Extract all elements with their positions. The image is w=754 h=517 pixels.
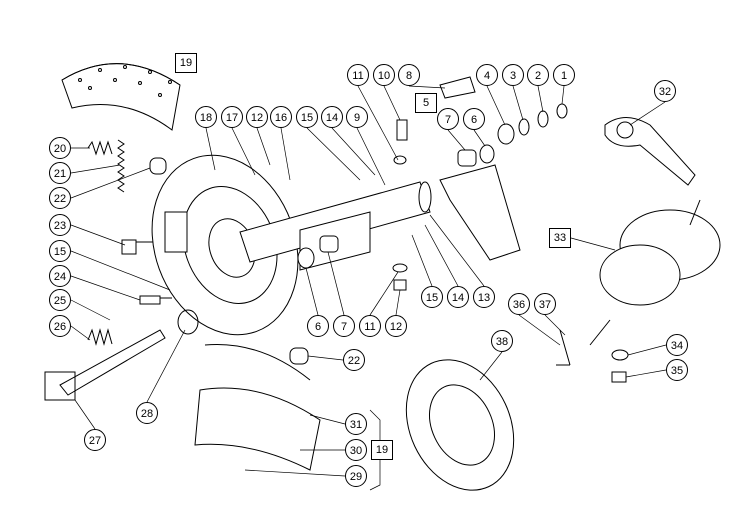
washer-34 <box>611 349 629 361</box>
spring-26 <box>87 328 113 346</box>
callout-7: 7 <box>437 108 459 130</box>
callout-1: 1 <box>553 64 575 86</box>
callout-21: 21 <box>49 162 71 184</box>
callout-28: 28 <box>136 402 158 424</box>
callout-20: 20 <box>49 137 71 159</box>
callout-11: 11 <box>347 64 369 86</box>
callout-6: 6 <box>463 108 485 130</box>
bushing-7-top <box>457 149 477 167</box>
washer-6 <box>297 247 315 269</box>
callout-8: 8 <box>398 64 420 86</box>
leader-lines <box>70 85 667 491</box>
ring-1 <box>556 103 568 119</box>
callout-37: 37 <box>534 293 556 315</box>
callout-29: 29 <box>345 465 367 487</box>
plate-8 <box>439 76 476 99</box>
washer-11-lower <box>392 263 408 273</box>
pin-23 <box>121 239 154 255</box>
callout-24: 24 <box>49 265 71 287</box>
callout-27: 27 <box>84 429 106 451</box>
boxed-label-5: 5 <box>415 93 437 113</box>
callout-15: 15 <box>49 240 71 262</box>
callout-11: 11 <box>359 315 381 337</box>
brake-shoe-lower <box>194 387 321 471</box>
boxed-label-19: 19 <box>175 53 197 73</box>
washer-6-top <box>479 144 495 164</box>
callout-22: 22 <box>343 349 365 371</box>
backing-plate <box>151 154 299 336</box>
bolt-24 <box>139 295 172 305</box>
nut-12 <box>393 279 407 291</box>
bracket-5 <box>439 164 521 261</box>
callout-31: 31 <box>345 413 367 435</box>
callout-23: 23 <box>49 214 71 236</box>
callout-13: 13 <box>473 286 495 308</box>
callout-12: 12 <box>385 315 407 337</box>
callout-35: 35 <box>666 359 688 381</box>
callout-26: 26 <box>49 315 71 337</box>
washer-4 <box>497 123 515 145</box>
callout-15: 15 <box>296 106 318 128</box>
boxed-label-33: 33 <box>549 228 571 248</box>
callout-7: 7 <box>333 315 355 337</box>
callout-17: 17 <box>221 106 243 128</box>
slack-adjuster <box>604 117 696 186</box>
washer-3 <box>518 118 530 136</box>
callout-34: 34 <box>666 334 688 356</box>
callout-38: 38 <box>491 330 513 352</box>
callout-3: 3 <box>502 64 524 86</box>
callout-15: 15 <box>421 286 443 308</box>
callout-25: 25 <box>49 289 71 311</box>
nut-35 <box>611 371 627 383</box>
callout-32: 32 <box>654 80 676 102</box>
callout-12: 12 <box>246 106 268 128</box>
clevis-pin <box>556 329 571 366</box>
spring-21 <box>117 139 125 193</box>
roller-22 <box>149 157 167 175</box>
callout-30: 30 <box>345 439 367 461</box>
washer-28 <box>177 309 199 335</box>
spring-20 <box>87 140 113 156</box>
washer-2 <box>537 110 549 128</box>
brake-shoe-top <box>61 63 181 131</box>
bushing-7 <box>319 235 339 253</box>
callout-4: 4 <box>476 64 498 86</box>
bolt-10 <box>396 119 408 141</box>
callout-22: 22 <box>49 187 71 209</box>
callout-9: 9 <box>346 106 368 128</box>
callout-2: 2 <box>527 64 549 86</box>
callout-14: 14 <box>321 106 343 128</box>
callout-6: 6 <box>307 315 329 337</box>
callout-18: 18 <box>195 106 217 128</box>
callout-16: 16 <box>270 106 292 128</box>
dust-shield-38 <box>405 359 515 491</box>
washer-11 <box>393 155 407 165</box>
brake-chamber <box>589 199 721 346</box>
callout-36: 36 <box>508 293 530 315</box>
roller-22-lower <box>289 347 309 365</box>
boxed-label-19: 19 <box>371 440 393 460</box>
callout-14: 14 <box>447 286 469 308</box>
callout-10: 10 <box>373 64 395 86</box>
